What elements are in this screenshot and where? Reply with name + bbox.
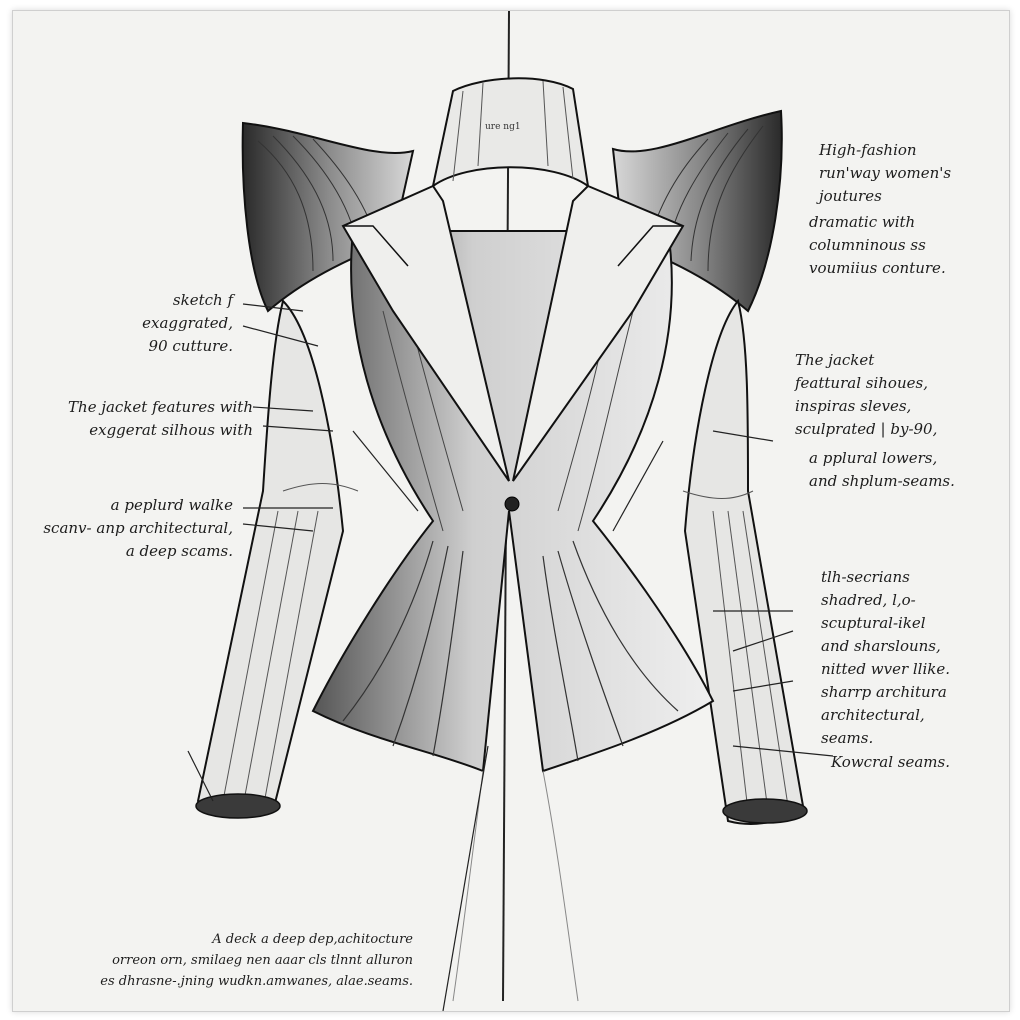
note-right-jacket: The jacket feattural sihoues, inspiras s…: [795, 351, 938, 438]
right-cuff: [722, 798, 808, 824]
left-lapel-notch: [343, 225, 409, 267]
jacket-sketch-illustration: ure ng1: [187, 11, 834, 1011]
note-top-right: High-fashion run'way women's joutures: [819, 141, 952, 205]
note-mid-right: dramatic with columninous ss voumiius co…: [809, 213, 946, 277]
right-sleeve: [683, 298, 805, 825]
jacket-button: [504, 496, 520, 512]
sketch-sheet: ure ng1: [12, 10, 1010, 1012]
annotation-arrows: [187, 303, 834, 1011]
note-bottom: A deck a deep dep,achitocture orreon orn…: [100, 932, 413, 989]
left-lapel: [341, 184, 510, 482]
note-right-lower: tlh-secrians shadred, l,o- scuptural-ike…: [821, 568, 951, 747]
collar-scribble: ure ng1: [485, 122, 521, 132]
left-cuff: [195, 793, 281, 819]
right-shoulder-puff: [611, 109, 783, 313]
right-lapel: [512, 184, 685, 482]
note-right-bottom: Kowcral seams.: [831, 753, 950, 771]
left-shoulder-puff: [241, 121, 415, 313]
note-upper-left: sketch f exaggrated, 90 cutture.: [142, 291, 233, 355]
collar-stand: [431, 77, 590, 189]
right-lapel-notch: [617, 225, 683, 267]
note-left-peplum: a peplurd walke scanv- anp architectural…: [43, 496, 233, 560]
note-left-features: The jacket features with exggerat silhou…: [68, 398, 253, 439]
note-right-peplum: a pplural lowers, and shplum-seams.: [809, 449, 955, 490]
